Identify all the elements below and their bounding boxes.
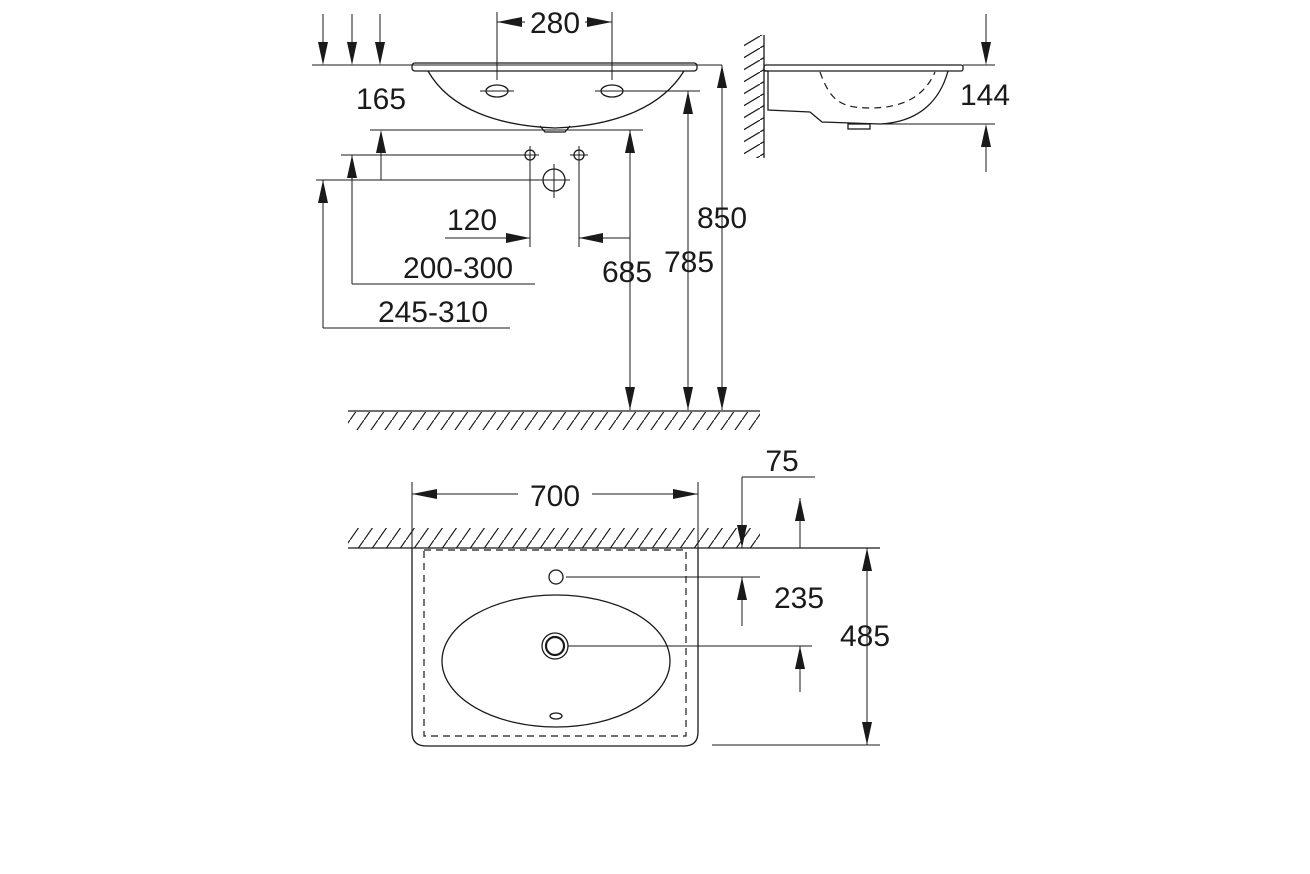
dim-label-75: 75: [765, 445, 798, 478]
side-rim: [763, 64, 964, 72]
plan-overflow: [549, 712, 563, 720]
basin-rim: [411, 62, 698, 72]
side-elevation: 144: [744, 14, 1010, 172]
plan-basin-outline: [411, 548, 699, 747]
dim-685: 685: [602, 130, 652, 410]
dim-850: 850: [697, 65, 747, 410]
plan-inner-dashed: [423, 549, 687, 737]
dim-485: 485: [712, 547, 890, 746]
dim-120: 120: [445, 164, 630, 247]
front-elevation: 280 165: [312, 7, 760, 430]
dim-144: 144: [880, 14, 1010, 172]
dim-235: 235: [737, 577, 824, 692]
dim-label-144: 144: [960, 79, 1010, 112]
dim-label-785: 785: [664, 246, 714, 279]
dim-785: 785: [664, 91, 714, 410]
dim-label-850: 850: [697, 202, 747, 235]
dim-700: 700: [411, 480, 699, 548]
plan-bowl: [441, 594, 671, 728]
dim-165-upper: [376, 130, 386, 180]
side-inner-dashed: [819, 71, 936, 109]
dim-label-685: 685: [602, 256, 652, 289]
dim-75: 75: [737, 445, 815, 548]
drain-outlet: [539, 125, 571, 133]
dim-165: 165: [318, 14, 406, 116]
supply-connections: [390, 146, 588, 198]
wall-hatch: [744, 35, 765, 158]
dim-200-300: 200-300: [341, 154, 535, 285]
dim-label-235: 235: [774, 582, 824, 615]
basin-bowl: [427, 70, 685, 129]
tap-hole-left: [480, 84, 514, 98]
dim-label-200-300: 200-300: [403, 252, 513, 285]
side-basin-profile: [764, 70, 949, 125]
tap-hole-right: [595, 84, 700, 98]
dim-280: 280: [496, 7, 613, 80]
floor-hatch: [348, 410, 760, 430]
side-drain: [847, 123, 871, 130]
dim-label-165: 165: [356, 83, 406, 116]
dim-label-700: 700: [530, 480, 580, 513]
dim-label-245-310: 245-310: [378, 296, 488, 329]
plan-view: 700 75 235 485: [348, 445, 890, 747]
dim-label-485: 485: [840, 620, 890, 653]
dim-label-120: 120: [447, 204, 497, 237]
dim-245-310: 245-310: [316, 179, 510, 329]
dim-label-280: 280: [530, 7, 580, 40]
plan-tap-hole: [548, 569, 564, 585]
